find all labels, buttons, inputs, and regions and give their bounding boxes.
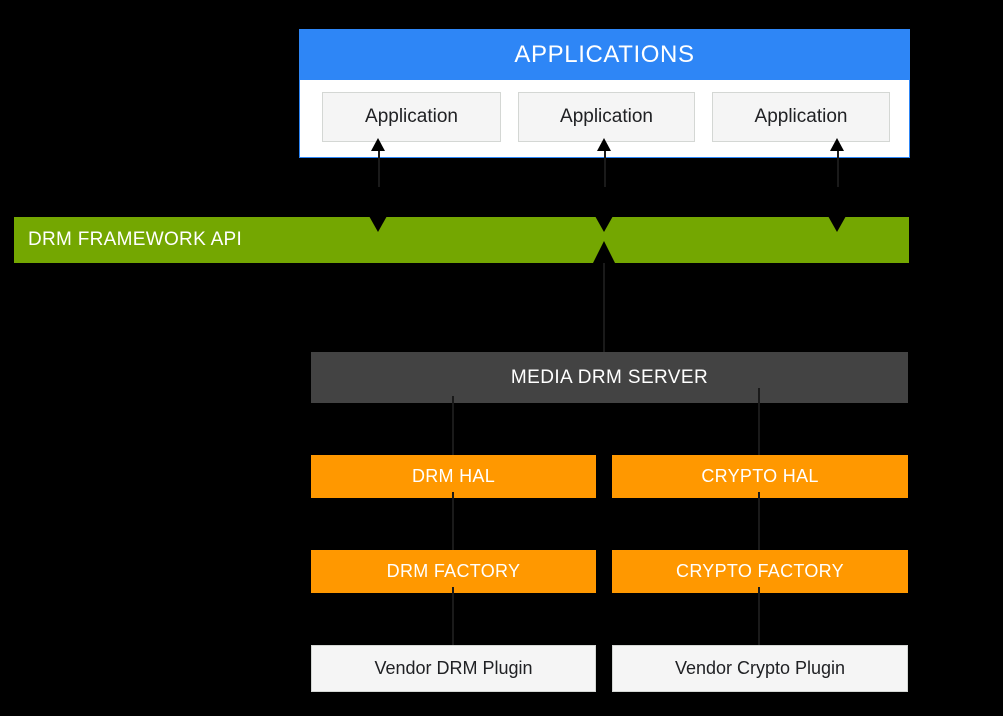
- arrow-down-to-framework-2-icon: [595, 216, 613, 232]
- crypto-factory-box: CRYPTO FACTORY: [612, 550, 908, 593]
- vendor-crypto-plugin-box: Vendor Crypto Plugin: [612, 645, 908, 692]
- applications-container: APPLICATIONS Application Application App…: [299, 29, 910, 187]
- arrow-up-to-application-2-icon: [597, 138, 611, 151]
- drm-factory-box: DRM FACTORY: [311, 550, 596, 593]
- connector-server-to-crypto-hal: [758, 403, 760, 455]
- drm-framework-api-label: DRM FRAMEWORK API: [28, 229, 243, 250]
- connector-drm-factory-to-vendor-drm-plugin: [452, 593, 454, 645]
- connector-drm-hal-stub: [452, 492, 454, 498]
- connector-drm-factory-top-stub: [452, 544, 454, 550]
- applications-header: APPLICATIONS: [299, 29, 910, 80]
- connector-drm-factory-bottom-stub: [452, 587, 454, 593]
- arrow-up-to-application-3-icon: [830, 138, 844, 151]
- media-drm-server-box: MEDIA DRM SERVER: [311, 352, 908, 403]
- connector-framework-to-server: [603, 263, 605, 352]
- connector-crypto-hal-to-crypto-factory: [758, 498, 760, 550]
- connector-app1-stub: [378, 142, 380, 187]
- connector-drm-hal-to-drm-factory: [452, 498, 454, 550]
- arrow-down-to-framework-3-icon: [828, 216, 846, 232]
- crypto-factory-label: CRYPTO FACTORY: [676, 561, 844, 581]
- media-drm-server-label: MEDIA DRM SERVER: [510, 366, 709, 388]
- connector-crypto-factory-top-stub: [758, 544, 760, 550]
- connector-app3-stub: [837, 142, 839, 187]
- arrow-up-to-application-1-icon: [371, 138, 385, 151]
- application-box-3[interactable]: Application: [712, 92, 890, 142]
- drm-framework-api-bar: DRM FRAMEWORK API: [14, 217, 909, 263]
- crypto-hal-box: CRYPTO HAL: [612, 455, 908, 498]
- arrow-down-to-framework-1-icon: [369, 216, 387, 232]
- application-box-2-label: Application: [560, 106, 653, 127]
- connector-crypto-hal-stub: [758, 492, 760, 498]
- connector-crypto-factory-to-vendor-crypto-plugin: [758, 593, 760, 645]
- application-box-3-label: Application: [754, 106, 848, 127]
- application-box-2[interactable]: Application: [518, 92, 695, 142]
- connector-server-to-crypto-hal-stub: [758, 388, 760, 404]
- crypto-hal-label: CRYPTO HAL: [701, 466, 819, 486]
- drm-hal-label: DRM HAL: [411, 466, 496, 486]
- application-box-1[interactable]: Application: [322, 92, 501, 142]
- connector-server-to-drm-hal-stub: [452, 396, 454, 404]
- drm-factory-label: DRM FACTORY: [386, 561, 521, 581]
- connector-crypto-factory-bottom-stub: [758, 587, 760, 593]
- connector-app2-stub: [604, 142, 606, 187]
- vendor-crypto-plugin-label: Vendor Crypto Plugin: [674, 658, 846, 678]
- vendor-drm-plugin-label: Vendor DRM Plugin: [374, 658, 533, 678]
- drm-hal-box: DRM HAL: [311, 455, 596, 498]
- application-box-1-label: Application: [365, 106, 458, 127]
- connector-server-to-drm-hal: [452, 403, 454, 455]
- arrow-up-from-server-to-framework-icon: [593, 241, 615, 263]
- vendor-drm-plugin-box: Vendor DRM Plugin: [311, 645, 596, 692]
